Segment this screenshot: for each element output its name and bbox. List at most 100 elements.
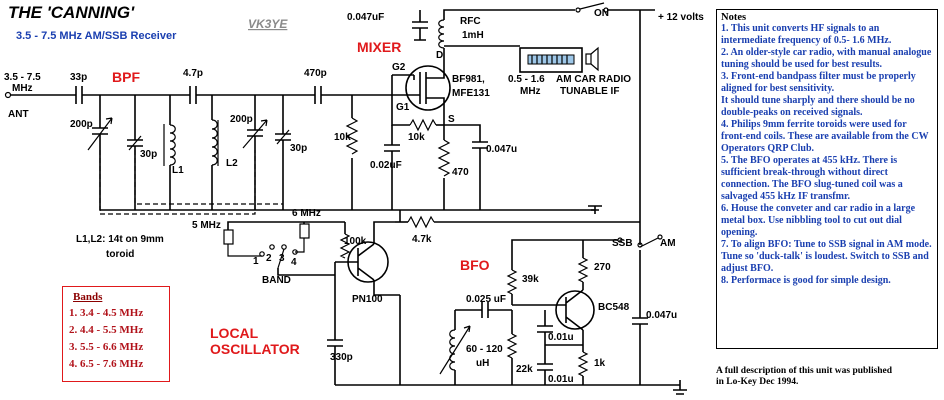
callsign: VK3YE	[248, 17, 288, 31]
band-row-1: 1. 3.4 - 4.5 MHz	[69, 307, 144, 319]
label-rfc: RFC	[460, 16, 481, 27]
label-coil-bfo-2: uH	[476, 358, 489, 369]
pn100-internals	[357, 243, 375, 281]
mosfet-bf981-internals	[419, 60, 445, 122]
label-0-01u-a: 0.01u	[548, 332, 574, 343]
transistor-bc548	[555, 290, 595, 330]
coil-l2	[211, 119, 218, 166]
label-200p-b: 200p	[230, 114, 253, 125]
label-1mh: 1mH	[462, 30, 484, 41]
bands-title: Bands	[73, 291, 103, 303]
label-d: D	[436, 50, 443, 61]
mode-switch-arm[interactable]	[639, 237, 659, 248]
cap-33p	[75, 86, 83, 104]
cap-0-01u-b	[537, 344, 583, 385]
cap-0-047u-bfo	[632, 250, 648, 385]
label-470: 470	[452, 167, 469, 178]
label-200p-a: 200p	[70, 119, 93, 130]
cap-470p	[314, 86, 322, 104]
car-radio-body	[519, 47, 583, 73]
cap-30p-b	[275, 95, 291, 210]
label-input-freq-2: MHz	[12, 83, 33, 94]
label-radio-1: AM CAR RADIO	[556, 74, 631, 85]
cap-0-02uf	[384, 125, 400, 210]
label-on: ON	[594, 8, 609, 19]
footnote-line-1: A full description of this unit was publ…	[716, 366, 893, 376]
label-330p: 330p	[330, 352, 353, 363]
band-switch-pos-2[interactable]	[269, 244, 275, 250]
label-30p-a: 30p	[140, 149, 157, 160]
note-5: 5. The BFO operates at 455 kHz. There is…	[721, 155, 903, 202]
note-8: 8. Performace is good for simple design.	[721, 275, 891, 286]
res-1k	[577, 351, 589, 377]
label-0-047u-bfo: 0.047u	[646, 310, 677, 321]
label-input-freq-1: 3.5 - 7.5	[4, 72, 41, 83]
crystal-6mhz	[299, 223, 310, 239]
label-l1: L1	[172, 165, 184, 176]
note-6: 6. House the conveter and car radio in a…	[721, 203, 916, 238]
ground-symbol-bottom	[673, 380, 687, 395]
supply-rail	[608, 9, 655, 245]
band-row-4: 4. 6.5 - 7.6 MHz	[69, 358, 144, 370]
bands-box: Bands 1. 3.4 - 4.5 MHz 2. 4.4 - 5.5 MHz …	[62, 286, 170, 382]
label-0-047u-mid: 0.047u	[486, 144, 517, 155]
band-switch-wiper[interactable]	[277, 248, 285, 269]
label-ant: ANT	[8, 109, 29, 120]
section-bfo: BFO	[460, 257, 490, 273]
label-0-025uf: 0.025 uF	[466, 294, 506, 305]
mosfet-bf981	[405, 65, 451, 111]
gang-dash-outer	[99, 150, 256, 215]
label-6mhz: 6 MHz	[292, 208, 321, 219]
label-mfe131: MFE131	[452, 88, 490, 99]
footnote: A full description of this unit was publ…	[716, 366, 916, 388]
label-0-047uf-top: 0.047uF	[347, 12, 384, 23]
cap-0-01u-a	[537, 310, 553, 345]
res-270	[577, 257, 589, 283]
supply-top-wire	[443, 9, 575, 20]
label-l2: L2	[226, 158, 238, 169]
label-am: AM	[660, 238, 676, 249]
cap-30p-b-trim	[276, 129, 290, 145]
switch-contact-a	[575, 7, 581, 13]
cap-4p7	[189, 86, 197, 104]
label-band: BAND	[262, 275, 291, 286]
mode-switch-am-contact[interactable]	[657, 234, 663, 240]
pn100-leads	[335, 221, 400, 296]
res-470	[437, 139, 451, 177]
label-radio-2: TUNABLE IF	[560, 86, 619, 97]
note-4: 4. Philips 9mm ferrite toroids were used…	[721, 119, 929, 154]
diagram-subtitle: 3.5 - 7.5 MHz AM/SSB Receiver	[16, 30, 177, 42]
res-10k-b	[409, 118, 437, 132]
note-3-cont: It should tune sharply and there should …	[721, 95, 915, 118]
note-7: 7. To align BFO: Tune to SSB signal in A…	[721, 239, 932, 274]
label-s: S	[448, 114, 455, 125]
section-local-osc-2: OSCILLATOR	[210, 341, 300, 357]
section-local-osc-1: LOCAL	[210, 325, 259, 341]
label-coil-note-2: toroid	[106, 249, 134, 260]
speaker-icon	[585, 53, 592, 65]
cap-200p-a	[92, 95, 108, 210]
label-g2: G2	[392, 62, 406, 73]
power-switch[interactable]	[579, 2, 605, 10]
bc548-internals	[565, 289, 584, 331]
section-mixer: MIXER	[357, 39, 401, 55]
cap-200p-b-arrow	[242, 119, 268, 149]
band-row-3: 3. 5.5 - 6.6 MHz	[69, 341, 144, 353]
cap-0-047uf-top	[412, 10, 428, 41]
footnote-line-2: in Lo-Key Dec 1994.	[716, 377, 799, 387]
label-22k: 22k	[516, 364, 533, 375]
note-1: 1. This unit converts HF signals to an i…	[721, 23, 892, 46]
label-33p: 33p	[70, 72, 87, 83]
coil-bfo	[449, 329, 456, 371]
notes-box: Notes 1. This unit converts HF signals t…	[716, 9, 938, 349]
label-bf981: BF981,	[452, 74, 485, 85]
res-100k	[339, 233, 351, 259]
res-10k-a	[345, 117, 359, 155]
note-2: 2. An older-style car radio, with manual…	[721, 47, 932, 70]
label-bc548: BC548	[598, 302, 630, 313]
label-470p: 470p	[304, 68, 327, 79]
band-switch-pos-3[interactable]	[281, 244, 287, 250]
label-coil-note-1: L1,L2: 14t on 9mm	[76, 234, 164, 245]
res-39k	[506, 269, 518, 295]
